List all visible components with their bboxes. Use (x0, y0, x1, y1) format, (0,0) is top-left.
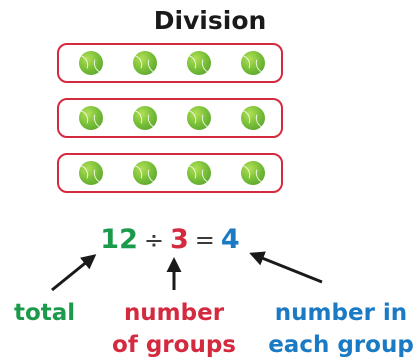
group-1 (57, 43, 283, 83)
groups-label-line1: number (123, 300, 225, 326)
tennis-ball-icon (133, 161, 157, 185)
each-label: number in each group (262, 297, 420, 361)
group-3 (57, 153, 283, 193)
tennis-ball-icon (187, 161, 211, 185)
tennis-ball-icon (133, 51, 157, 75)
arrow-to-quotient (249, 251, 323, 284)
total-label-text: total (14, 300, 76, 326)
total-label: total (14, 297, 75, 329)
groups-value: 3 (169, 224, 189, 255)
total-value: 12 (100, 224, 138, 255)
tennis-ball-icon (187, 51, 211, 75)
tennis-ball-icon (79, 161, 103, 185)
divide-sign: ÷ (143, 226, 164, 254)
equals-sign: = (194, 226, 215, 254)
tennis-ball-icon (133, 106, 157, 130)
division-equation: 12÷3=4 (0, 224, 340, 255)
tennis-ball-icon (79, 51, 103, 75)
groups-label-line2: of groups (112, 332, 236, 358)
tennis-ball-icon (241, 161, 265, 185)
tennis-ball-icon (187, 106, 211, 130)
each-label-line1: number in (274, 300, 408, 326)
arrow-to-total (51, 254, 97, 292)
diagram-title: Division (153, 6, 267, 35)
groups-label: number of groups (100, 297, 248, 361)
group-2 (57, 98, 283, 138)
quotient-value: 4 (220, 224, 240, 255)
tennis-ball-icon (79, 106, 103, 130)
tennis-ball-icon (241, 51, 265, 75)
each-label-line2: each group (268, 332, 414, 358)
tennis-ball-icon (241, 106, 265, 130)
